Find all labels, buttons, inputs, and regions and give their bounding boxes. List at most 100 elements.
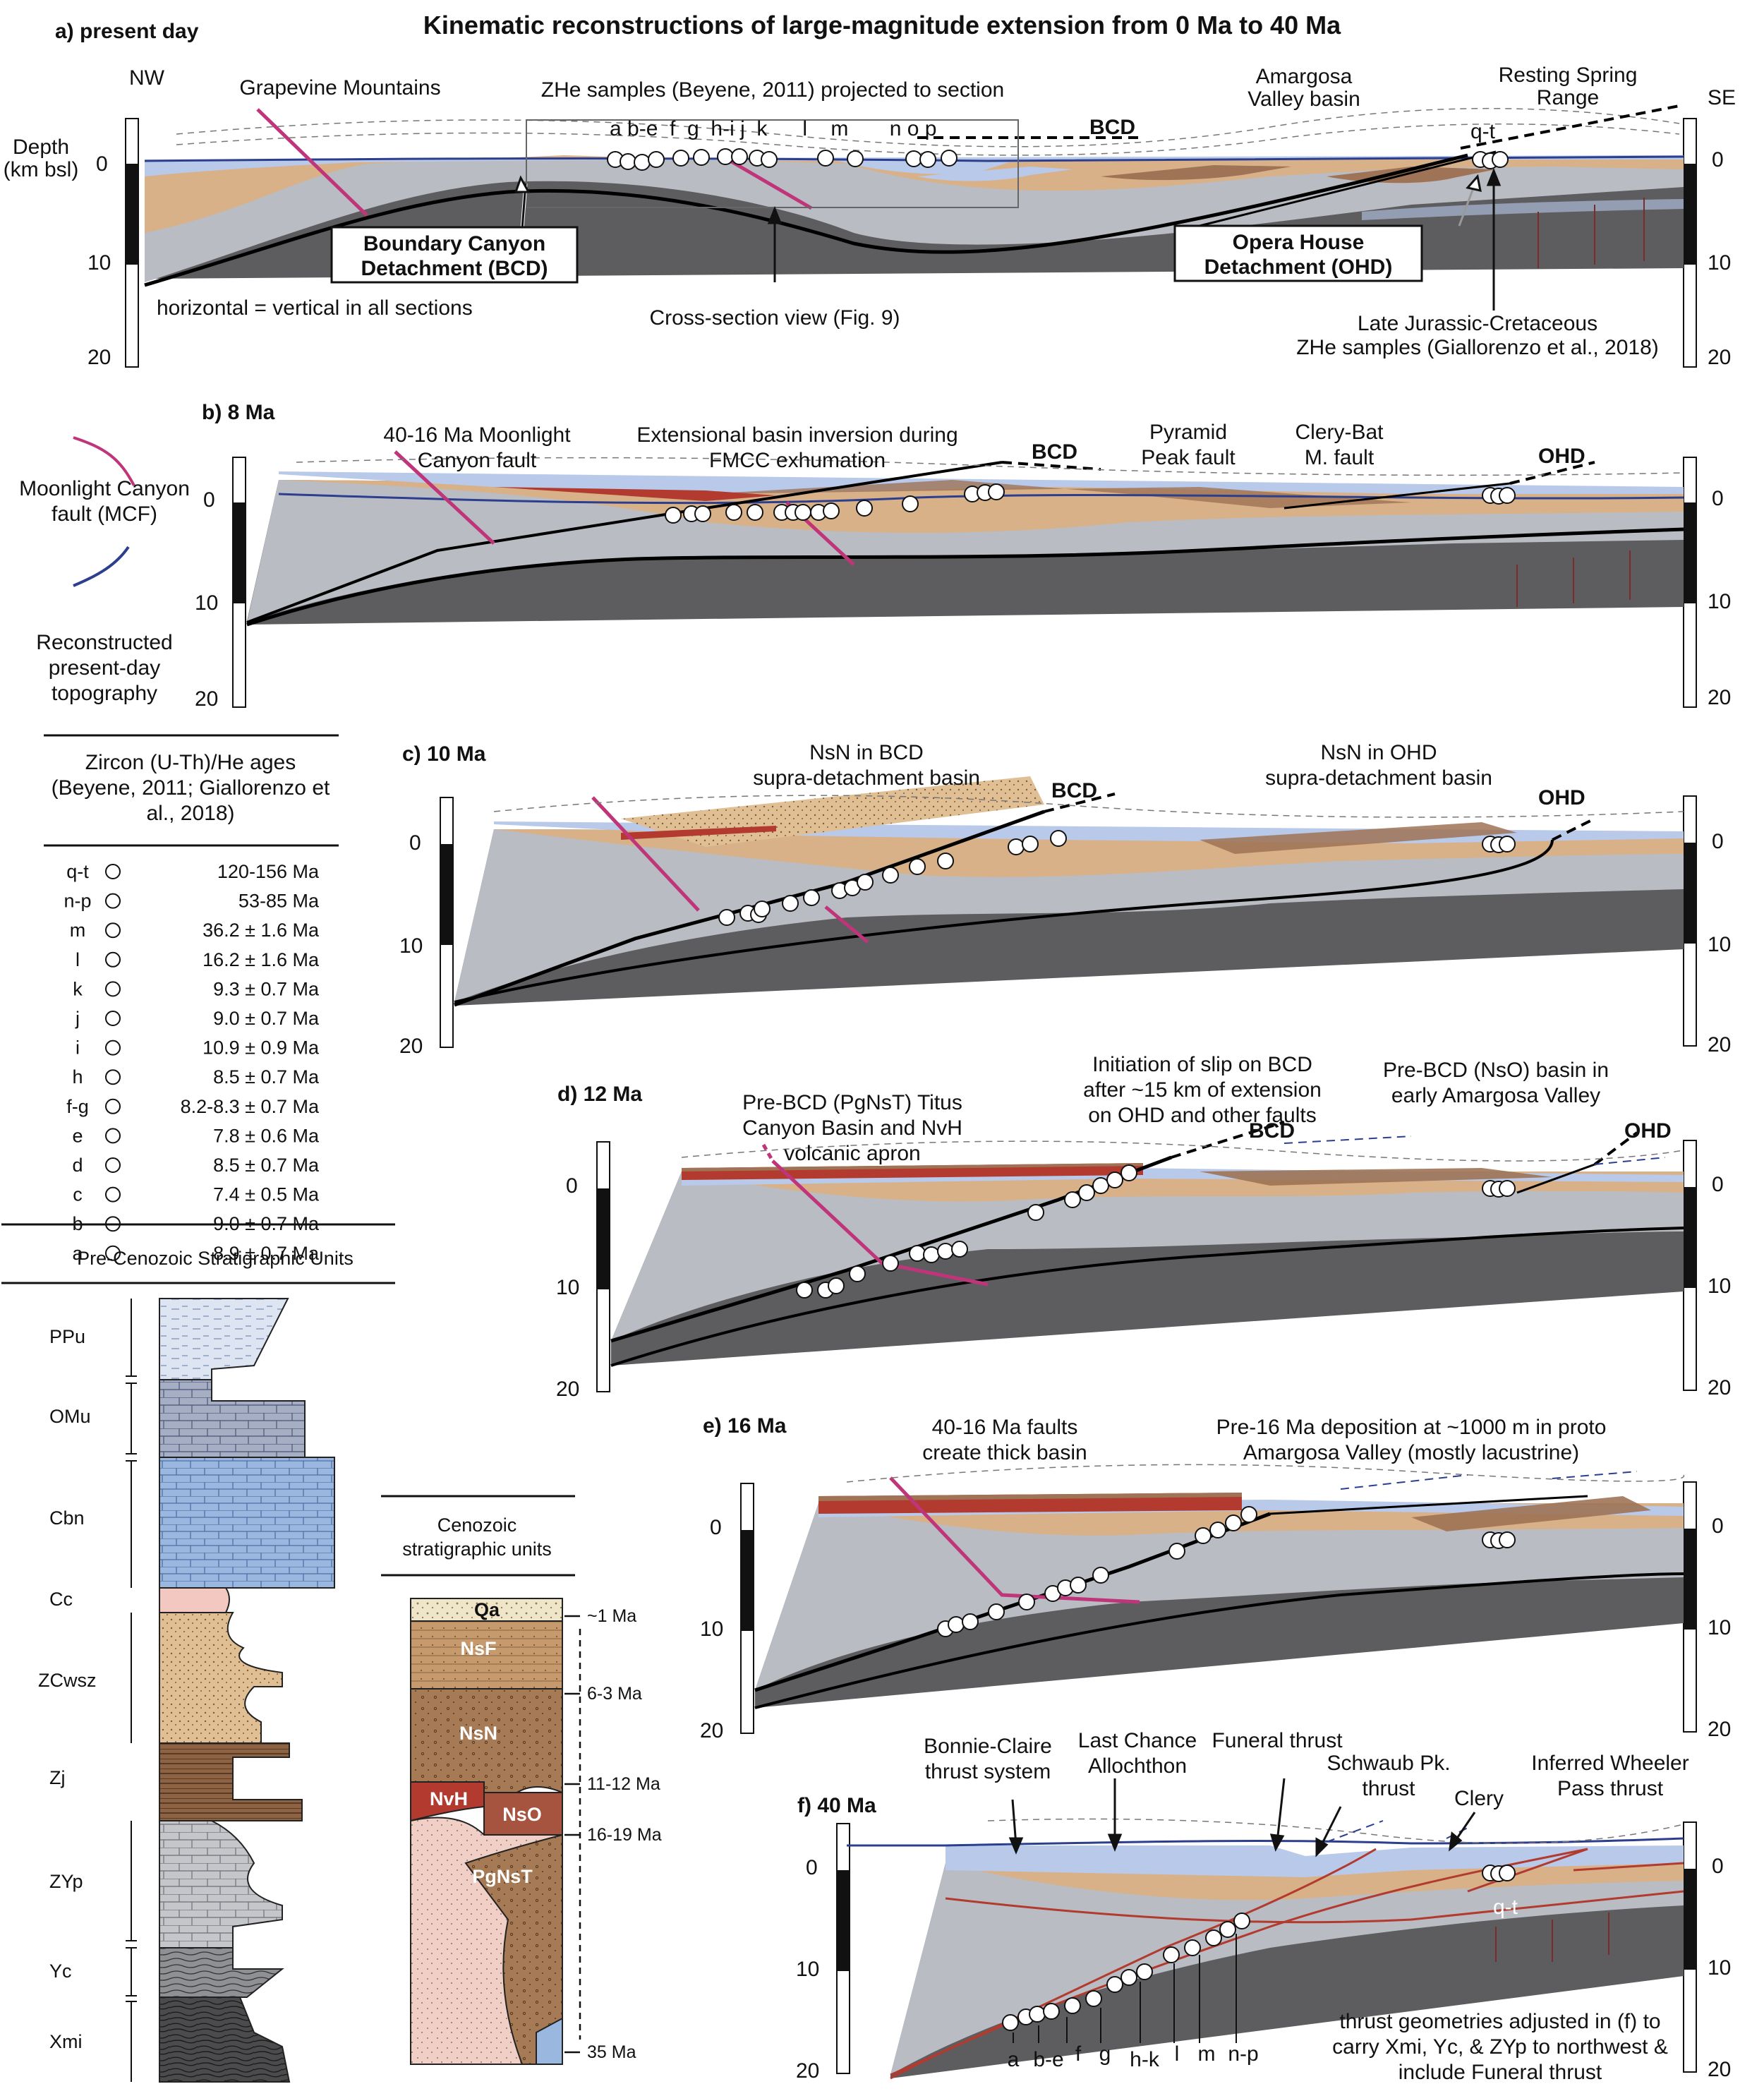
age-row-value: 7.4 ± 0.5 Ma [213, 1184, 320, 1205]
cross-section-d [610, 1121, 1684, 1367]
age-row-value: 8.2-8.3 ± 0.7 Ma [181, 1096, 320, 1117]
unit-label-nsf: NsF [460, 1638, 496, 1659]
tick-b-0-right: 0 [1712, 487, 1724, 510]
section-outline-box [526, 119, 1019, 208]
initiation-label-1: Initiation of slip on BCD [1092, 1053, 1312, 1076]
initiation-label-3: on OHD and other faults [1088, 1104, 1317, 1127]
funeral-thrust-label: Funeral thrust [1212, 1729, 1343, 1752]
unit-label-nsn: NsN [459, 1723, 497, 1744]
topo-legend-label-1: Reconstructed [36, 631, 172, 654]
cenozoic-title-2: stratigraphic units [402, 1538, 552, 1560]
callout-arrows-f [1008, 1778, 1476, 1857]
unit-xmi [159, 1996, 291, 2083]
nsn-ohd-label-1: NsN in OHD [1320, 741, 1437, 764]
zircon-title-1: Zircon (U-Th)/He ages [85, 751, 296, 774]
legend-column: Moonlight Canyon fault (MCF) Reconstruct… [1, 436, 662, 2083]
sample-label-be: b-e [1033, 2048, 1063, 2071]
panel-b: b) 8 Ma 0 10 20 0 10 20 [195, 401, 1731, 711]
tick-0: 0 [96, 152, 108, 176]
age-row-value: 9.3 ± 0.7 Ma [213, 978, 320, 999]
tick-10: 10 [87, 251, 111, 275]
tick-20-right: 20 [1708, 346, 1731, 369]
tick-d-10-right: 10 [1708, 1275, 1731, 1298]
cross-section-a [144, 104, 1684, 287]
age-row-circle-icon [105, 1069, 121, 1085]
tick-20: 20 [87, 346, 111, 369]
age-row-value: 53-85 Ma [238, 891, 320, 912]
sample-label-np: n-p [1228, 2042, 1258, 2066]
pre16-deposition-label-2: Amargosa Valley (mostly lacustrine) [1243, 1441, 1579, 1464]
unit-nsf [410, 1620, 563, 1690]
depth-scale-d-right [1683, 1140, 1697, 1391]
pre-bcd-label-2: Canyon Basin and NvH [742, 1116, 962, 1140]
mcf-label-b-2: Canyon fault [418, 449, 537, 472]
ohd-label-b: OHD [1538, 445, 1585, 468]
tick-b-10-right: 10 [1708, 590, 1731, 613]
mcf-legend-label-1: Moonlight Canyon [19, 477, 190, 500]
depth-scale-right [1683, 118, 1697, 368]
nsn-bcd-label-1: NsN in BCD [809, 741, 924, 764]
tick-b-0: 0 [203, 488, 215, 512]
cenozoic-column [410, 1598, 563, 2065]
sample-label-g: g [1099, 2042, 1111, 2066]
bcd-label-b: BCD [1032, 440, 1077, 464]
unit-label-zcwsz: ZCwsz [38, 1670, 97, 1691]
cross-section-b [246, 450, 1684, 627]
wheeler-label-1: Inferred Wheeler [1531, 1752, 1689, 1775]
grapevine-mountains-label: Grapevine Mountains [239, 76, 440, 100]
zhe-sample-circles-b [665, 483, 1516, 524]
clery-bat-label-2: M. fault [1305, 446, 1375, 469]
cenozoic-title-1: Cenozoic [437, 1514, 517, 1536]
unit-qa [410, 1598, 563, 1622]
zircon-title-2: (Beyene, 2011; Giallorenzo et [52, 776, 330, 800]
age-row-circle-icon [105, 893, 121, 909]
sample-labels-f: a b-e f g h-k l m n-p [1008, 2042, 1259, 2071]
age-row-code: a [72, 1243, 83, 1264]
thrust-note-2: carry Xmi, Yc, & ZYp to northwest & [1332, 2035, 1668, 2059]
age-row-code: q-t [66, 861, 89, 882]
tick-e-0: 0 [710, 1516, 722, 1539]
nsn-bcd-label-2: supra-detachment basin [753, 766, 980, 790]
age-row-circle-icon [105, 1128, 121, 1144]
sample-label-a: a [1008, 2048, 1020, 2071]
figure-title: Kinematic reconstructions of large-magni… [423, 11, 1341, 40]
nw-label: NW [129, 66, 165, 90]
age-row-circle-icon [105, 1011, 121, 1026]
zhe-sample-circles-f [1002, 1865, 1516, 2031]
sample-pointer-arrows-f [1013, 1934, 1237, 2043]
ceno-age-2: 6-3 Ma [587, 1684, 642, 1704]
unit-label-xmi: Xmi [49, 2031, 83, 2052]
age-row-circle-icon [105, 1098, 121, 1114]
initiation-label-2: after ~15 km of extension [1083, 1078, 1322, 1102]
qt-label-f: q-t [1493, 1896, 1518, 1919]
tick-f-10: 10 [796, 1958, 819, 1981]
se-label: SE [1708, 86, 1736, 109]
zhe-sample-circles-a [607, 148, 1509, 171]
age-row-value: 16.2 ± 1.6 Ma [203, 949, 320, 970]
cross-section-e [754, 1464, 1685, 1709]
ceno-age-4: 16-19 Ma [587, 1825, 662, 1845]
depth-label: Depth [13, 135, 69, 159]
ohd-label-c: OHD [1538, 786, 1585, 809]
ceno-age-1: ~1 Ma [587, 1606, 636, 1626]
wheeler-label-2: Pass thrust [1557, 1777, 1664, 1800]
tick-b-20: 20 [195, 687, 218, 711]
pre-bcd-nso-label-2: early Amargosa Valley [1391, 1084, 1600, 1107]
last-chance-label-1: Last Chance [1078, 1729, 1197, 1752]
panel-a: a) present day NW SE Depth (km bsl) 0 10… [4, 20, 1736, 369]
late-jurassic-label-2: ZHe samples (Giallorenzo et al., 2018) [1296, 336, 1659, 359]
unit-label-omu: OMu [49, 1406, 91, 1427]
depth-scale-b-left [232, 457, 246, 708]
ceno-age-3: 11-12 Ma [587, 1774, 660, 1794]
resting-spring-label-1: Resting Spring [1499, 64, 1638, 87]
panel-e-label: e) 16 Ma [703, 1414, 787, 1438]
precenozoic-brackets [126, 1299, 137, 2082]
age-row-code: e [72, 1125, 83, 1146]
tick-f-10-right: 10 [1708, 1956, 1731, 1980]
pre-bcd-nso-label-1: Pre-BCD (NsO) basin in [1383, 1059, 1609, 1082]
age-row-value: 10.9 ± 0.9 Ma [203, 1037, 320, 1059]
age-row-circle-icon [105, 951, 121, 968]
ohd-label-d: OHD [1624, 1119, 1672, 1143]
tick-e-20-right: 20 [1708, 1718, 1731, 1741]
